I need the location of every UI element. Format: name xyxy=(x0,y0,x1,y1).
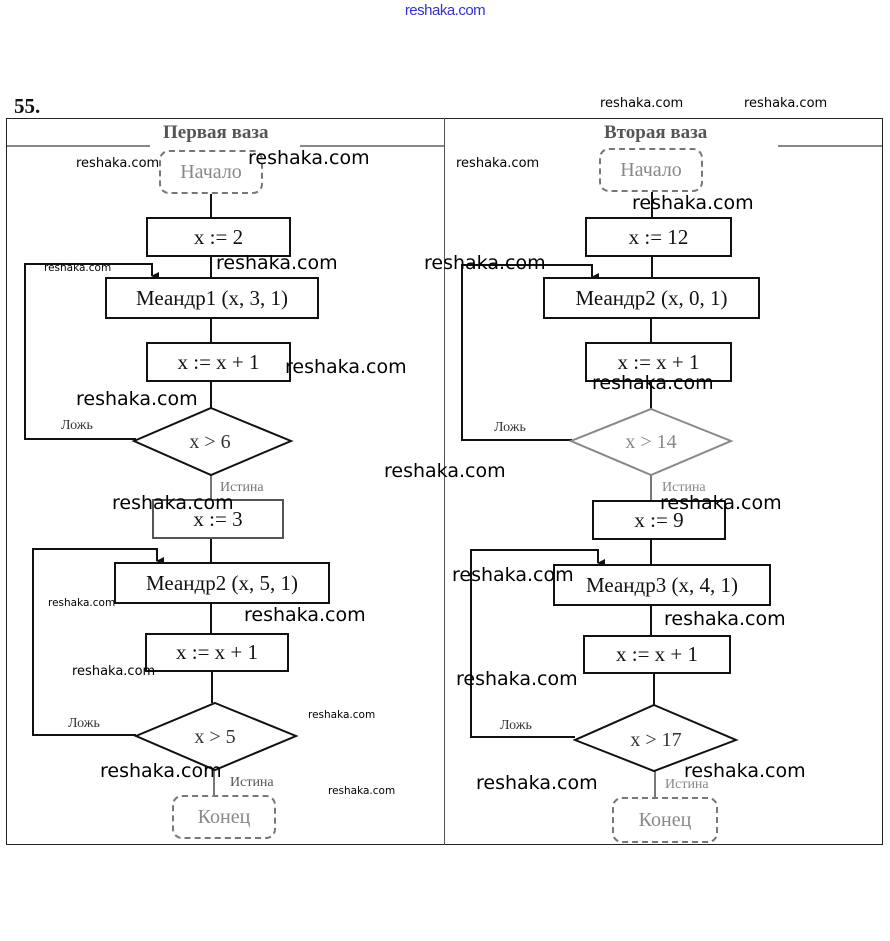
site-header-link[interactable]: reshaka.com xyxy=(404,2,486,19)
watermark: reshaka.com xyxy=(48,597,116,609)
false-branch-label: Ложь xyxy=(68,716,100,731)
diamond-shape xyxy=(131,406,294,477)
meander-call: Меандр2 (x, 5, 1) xyxy=(114,562,330,604)
loop-condition: x > 6 xyxy=(189,430,231,453)
init-assignment: x := 12 xyxy=(585,217,732,257)
meander-call: Меандр1 (x, 3, 1) xyxy=(105,277,319,319)
mid-assignment: x := 3 xyxy=(152,499,284,539)
watermark: reshaka.com xyxy=(456,156,540,171)
false-branch-label: Ложь xyxy=(500,718,532,733)
loop-condition: x > 17 xyxy=(630,728,682,751)
column-divider xyxy=(444,118,445,845)
increment-step: x := x + 1 xyxy=(583,635,731,674)
loop-condition: x > 5 xyxy=(194,725,236,748)
task-number: 55. xyxy=(14,94,41,118)
mid-assignment: x := 9 xyxy=(592,500,726,540)
loop-condition: x > 14 xyxy=(625,430,677,453)
meander-call: Меандр2 (x, 0, 1) xyxy=(543,277,760,319)
true-branch-label: Истина xyxy=(230,775,274,790)
column-title-first-vase: Первая ваза xyxy=(163,122,269,143)
true-branch-label: Истина xyxy=(220,480,264,495)
watermark: reshaka.com xyxy=(664,608,786,630)
watermark: reshaka.com xyxy=(660,492,782,514)
watermark: reshaka.com xyxy=(328,785,396,797)
watermark: reshaka.com xyxy=(76,388,198,410)
increment-step: x := x + 1 xyxy=(146,342,291,382)
watermark: reshaka.com xyxy=(100,760,222,782)
watermark: reshaka.com xyxy=(452,564,574,586)
watermark: reshaka.com xyxy=(632,192,754,214)
start-terminal: Начало xyxy=(599,148,703,192)
column-title-second-vase: Вторая ваза xyxy=(604,122,708,143)
true-branch-label: Истина xyxy=(662,480,706,495)
watermark: reshaka.com xyxy=(72,664,156,679)
increment-step: x := x + 1 xyxy=(145,633,289,672)
watermark: reshaka.com xyxy=(592,372,714,394)
false-branch-label: Ложь xyxy=(494,420,526,435)
watermark: reshaka.com xyxy=(285,356,407,378)
end-terminal: Конец xyxy=(612,797,718,843)
watermark: reshaka.com xyxy=(244,604,366,626)
false-branch-label: Ложь xyxy=(61,418,93,433)
watermark: reshaka.com xyxy=(112,492,234,514)
watermark: reshaka.com xyxy=(308,709,376,721)
increment-step: x := x + 1 xyxy=(585,342,732,382)
watermark: reshaka.com xyxy=(384,460,506,482)
watermark: reshaka.com xyxy=(684,760,806,782)
watermark: reshaka.com xyxy=(456,668,578,690)
watermark: reshaka.com xyxy=(248,147,370,169)
watermark: reshaka.com xyxy=(476,772,598,794)
watermark: reshaka.com xyxy=(600,96,684,111)
watermark: reshaka.com xyxy=(424,252,546,274)
watermark: reshaka.com xyxy=(216,252,338,274)
watermark: reshaka.com xyxy=(76,156,160,171)
meander-call: Меандр3 (x, 4, 1) xyxy=(553,564,771,606)
init-assignment: x := 2 xyxy=(146,217,291,257)
end-terminal: Конец xyxy=(172,795,276,839)
start-terminal: Начало xyxy=(159,150,263,194)
watermark: reshaka.com xyxy=(44,262,112,274)
watermark: reshaka.com xyxy=(744,96,828,111)
true-branch-label: Истина xyxy=(665,777,709,792)
